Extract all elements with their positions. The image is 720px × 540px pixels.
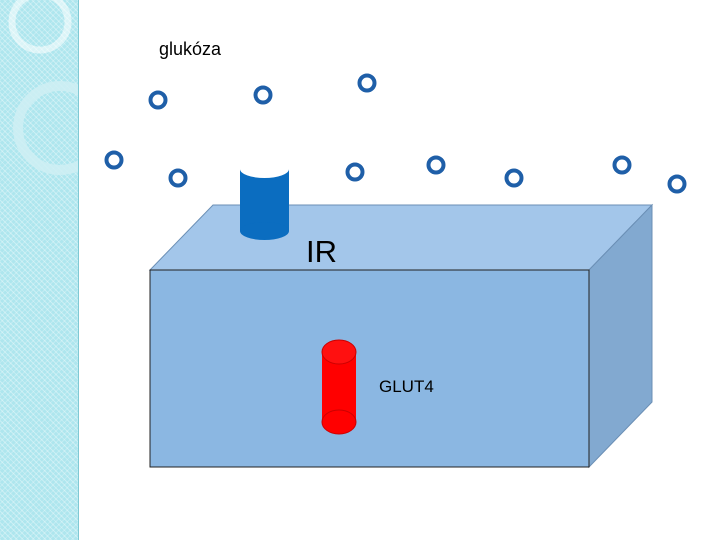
glucose-molecules [104, 73, 687, 194]
glucose-molecule [253, 85, 273, 105]
decorative-circle-middle [13, 81, 78, 175]
glucose-molecule [168, 168, 188, 188]
receptor-bottom [240, 222, 289, 240]
glucose-label: glukóza [159, 39, 222, 59]
decorative-circles [8, 0, 78, 175]
insulin-receptor [240, 160, 289, 240]
decorative-side-panel [0, 0, 79, 540]
glucose-molecule [612, 155, 632, 175]
receptor-body [240, 169, 289, 231]
glucose-molecule [426, 155, 446, 175]
glucose-molecule [148, 90, 168, 110]
glucose-molecule [104, 150, 124, 170]
glut4-top [321, 339, 357, 365]
glucose-molecule [504, 168, 524, 188]
cell-top-face [148, 204, 654, 271]
transporter-label: GLUT4 [379, 377, 434, 396]
glut4-transporter [321, 339, 357, 435]
receptor-top-opening [240, 160, 289, 178]
decorative-circle-top [8, 0, 72, 54]
glucose-molecule [667, 174, 687, 194]
glut4-bottom [321, 409, 357, 435]
glucose-molecule [345, 162, 365, 182]
cell-front-face [149, 269, 590, 468]
glucose-molecule [357, 73, 377, 93]
receptor-label: IR [306, 234, 337, 269]
